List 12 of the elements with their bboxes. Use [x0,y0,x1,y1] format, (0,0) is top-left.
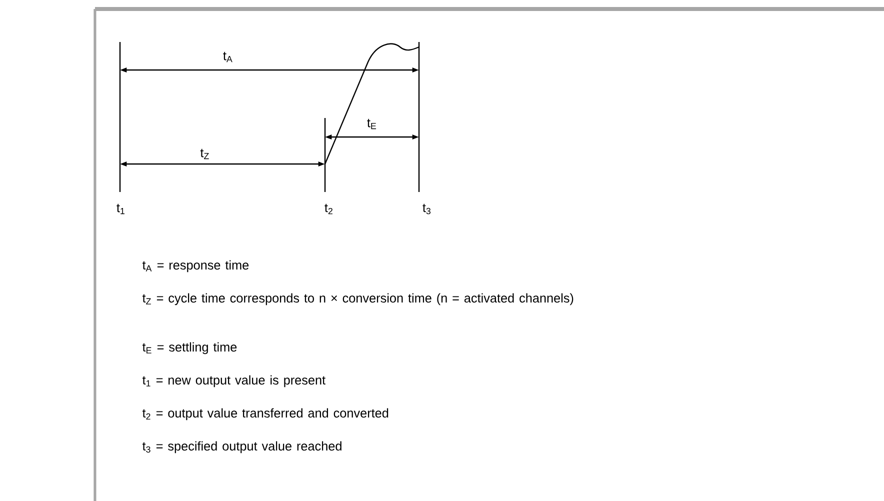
time-label: t$_{1}$ [115,202,127,216]
definition-text: t$_{2}$ = output value transferred and converted [142,408,388,420]
time-label: t$_{3}$ [421,202,433,216]
time-label: t$_{E}$ [366,118,378,130]
time-label: t$_{2}$ [323,202,335,216]
time-label: t$_{Z}$ [198,148,212,160]
definition-text: t$_{1}$ = new output value is present [142,375,326,388]
time-label: t$_{A}$ [222,50,234,64]
definition-text: t$_{A}$ = response time [142,260,249,272]
definition-text: t$_{E}$ = settling time [142,342,237,354]
definition-text: t$_{Z}$ = cycle time corresponds to n × conversion time (n = activated channels) [142,293,574,306]
definition-text: t$_{3}$ = specified output value reached [142,441,342,454]
